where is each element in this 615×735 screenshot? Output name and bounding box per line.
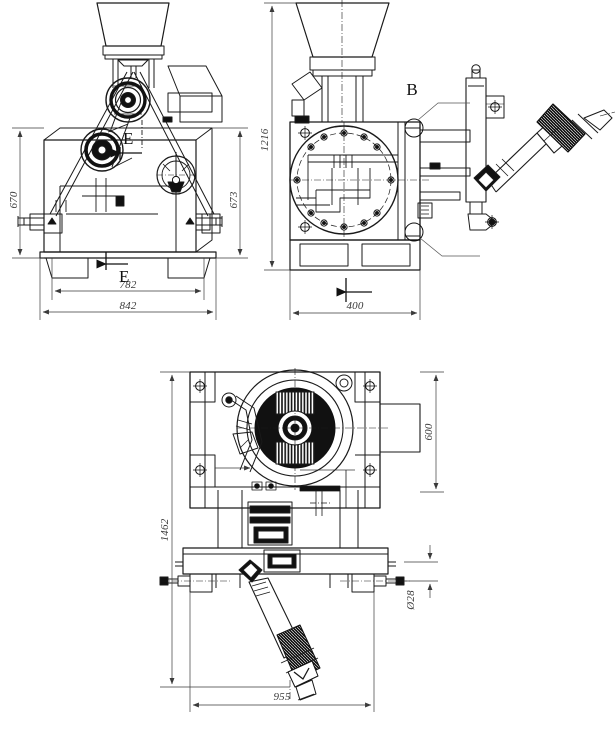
dim-front-height-left: 670 [8,191,20,208]
dim-plan-overall-length: 1462 [159,518,171,541]
side-inlet-flap [291,71,323,117]
plan-frame [189,371,381,509]
front-right-wheel [156,155,196,195]
side-hydraulic-cylinder [465,64,505,231]
dim-side-overall-height: 1216 [259,128,271,151]
detail-mark-b: B [406,80,417,99]
plan-rotor [236,368,421,490]
front-upper-pulley [105,77,151,123]
side-callout-b-leader [404,102,480,257]
side-rotor-internals [296,154,398,213]
front-internal-detail [47,120,195,225]
side-view-dimensions: 1216 400 [259,2,421,320]
plan-view [159,368,421,701]
side-hopper [295,0,390,122]
side-rotor-housing [289,122,430,240]
front-view-dimensions: 670 673 782 842 [8,127,248,320]
dim-front-height-right: 673 [228,191,240,208]
dim-plan-overall-width: 955 [273,691,290,703]
front-section-marks: E E [96,129,142,286]
section-mark-e-upper: E [123,129,133,148]
side-view [289,0,615,271]
dim-plan-shaft-diameter: Ø28 [405,590,417,611]
section-mark-e-lower: E [119,267,129,286]
side-base [289,239,421,271]
dim-front-width-inner: 782 [119,279,136,291]
dim-side-base-width: 400 [346,300,363,312]
plan-view-dimensions: 1462 600 Ø28 955 [159,371,444,712]
side-pto-shaft [473,103,615,193]
plan-detail-items [251,470,347,516]
dim-plan-body-width: 600 [423,423,435,440]
front-view [17,2,223,279]
front-discharge-chute [162,65,223,123]
plan-lower-frame [159,490,412,593]
front-hopper [96,2,170,88]
plan-left-linkage [221,392,263,473]
side-right-housing [405,127,471,237]
front-body [17,127,223,253]
plan-pto-shaft [238,559,321,701]
dim-front-width-outer: 842 [119,300,136,312]
